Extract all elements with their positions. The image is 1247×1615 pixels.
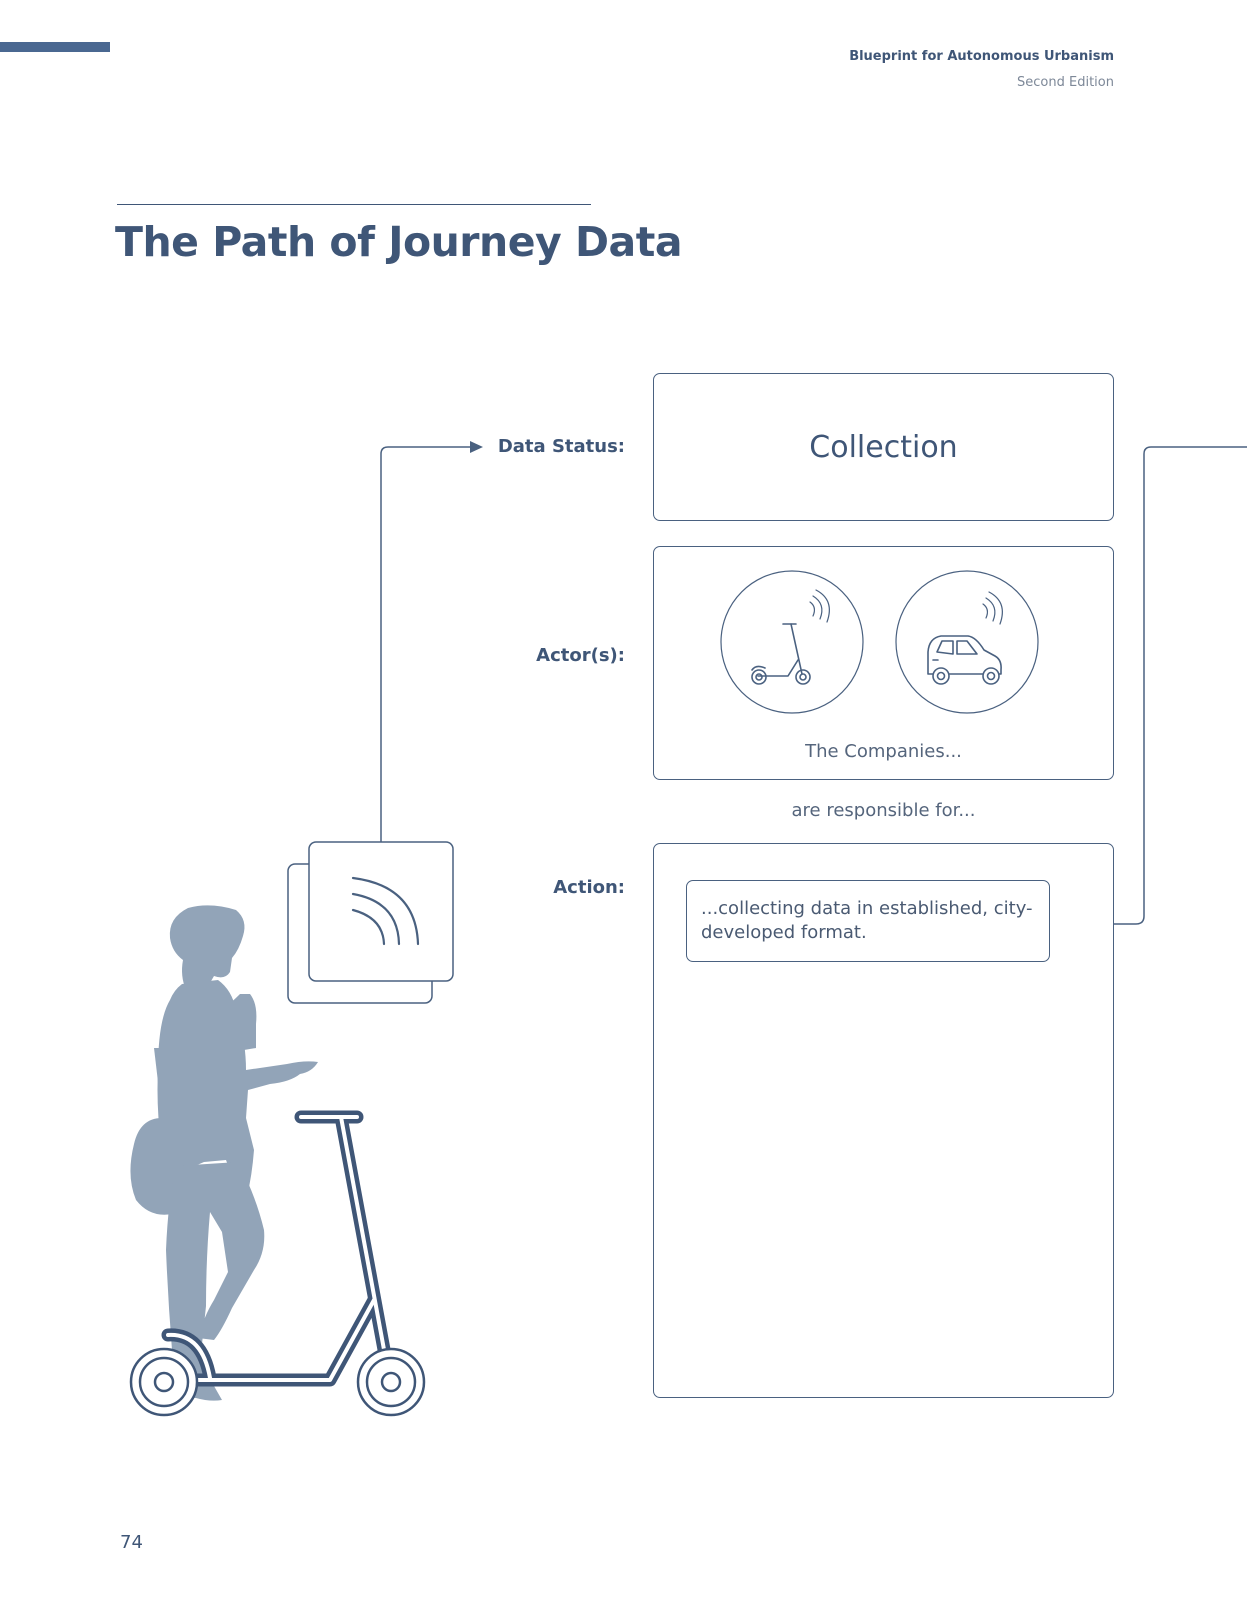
actors-box [653, 546, 1114, 780]
flow-arrow-left [380, 446, 470, 842]
connector-text: are responsible for... [791, 800, 976, 821]
car-signal-icon [982, 591, 1003, 625]
flow-line-right [1114, 446, 1247, 925]
large-scooter-inner [166, 1115, 392, 1384]
page-number: 74 [120, 1532, 143, 1553]
car-icon [927, 635, 1002, 685]
page-title: The Path of Journey Data [115, 218, 683, 266]
data-status-box [653, 373, 1114, 521]
scooter-signal-icon [809, 589, 830, 623]
action-item: ...collecting data in established, city-… [686, 880, 1050, 962]
data-status-value: Collection [809, 430, 958, 465]
action-box [653, 843, 1114, 1398]
header-accent-bar [0, 42, 110, 52]
edition-label: Second Edition [1017, 75, 1114, 90]
book-title: Blueprint for Autonomous Urbanism [849, 49, 1114, 64]
scooter-circle [720, 570, 864, 714]
title-rule [117, 204, 591, 205]
car-circle [895, 570, 1039, 714]
scooter-wheels [129, 1347, 426, 1417]
signal-card-front [308, 841, 454, 982]
actors-caption: The Companies... [805, 741, 962, 762]
action-label: Action: [553, 877, 625, 898]
arrow-head [470, 441, 483, 453]
signal-waves-icon [351, 876, 420, 946]
data-status-label: Data Status: [497, 436, 625, 457]
scooter-icon [751, 623, 811, 685]
actors-label: Actor(s): [536, 645, 625, 666]
